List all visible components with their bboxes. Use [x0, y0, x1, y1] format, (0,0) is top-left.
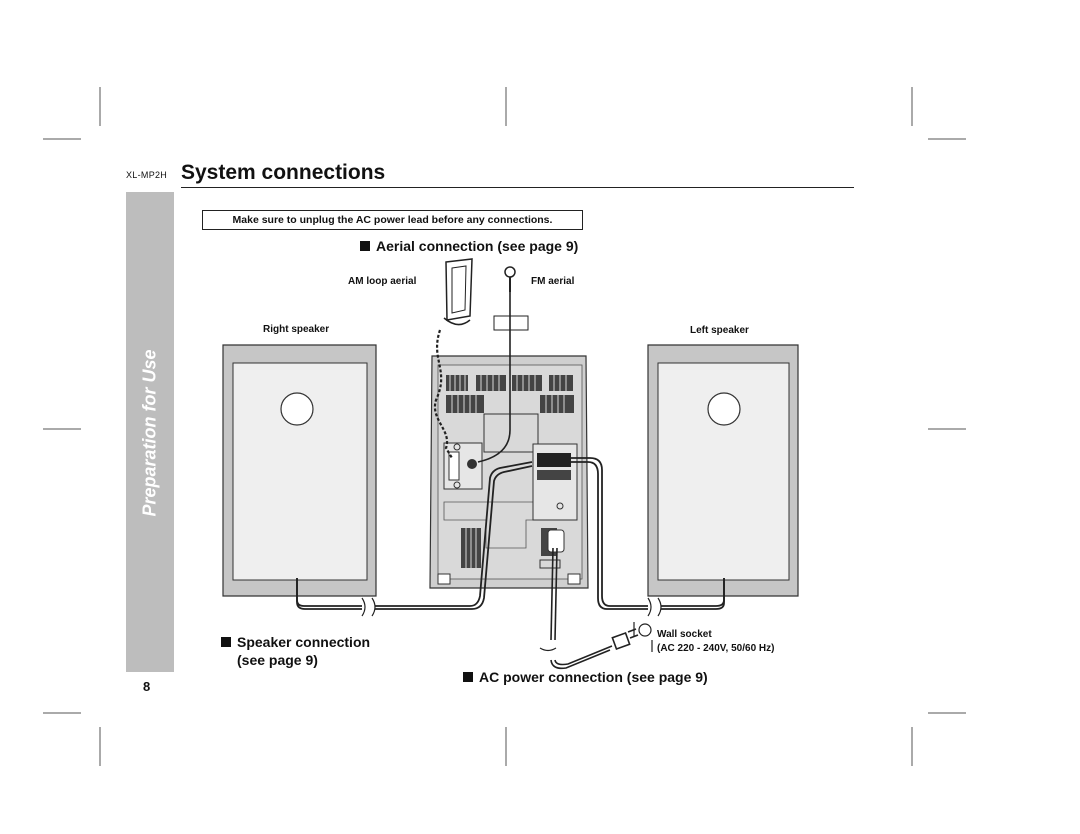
- right-speaker-label: Right speaker: [263, 324, 330, 335]
- bullet-square-icon: [360, 241, 370, 251]
- title-rule: [181, 187, 854, 188]
- speaker-connection-heading: Speaker connection: [221, 634, 370, 650]
- wall-socket-label: Wall socket: [657, 629, 712, 640]
- ac-power-lead: [550, 547, 639, 670]
- bullet-square-icon: [463, 672, 473, 682]
- left-speaker-label: Left speaker: [690, 325, 749, 336]
- page-number: 8: [143, 679, 151, 694]
- aerial-connection-heading: Aerial connection (see page 9): [360, 238, 578, 254]
- bullet-square-icon: [221, 637, 231, 647]
- speaker-cables: [296, 457, 725, 610]
- speaker-connection-see-page: (see page 9): [237, 652, 318, 668]
- wall-socket-illustration: [633, 622, 653, 652]
- fm-aerial-label: FM aerial: [531, 276, 575, 287]
- ac-voltage-spec: (AC 220 - 240V, 50/60 Hz): [657, 643, 775, 654]
- section-tab: [126, 192, 174, 672]
- main-unit-rear-illustration: [429, 355, 589, 589]
- page-title: System connections: [181, 161, 386, 184]
- left-speaker-illustration: [647, 344, 799, 597]
- am-loop-aerial-label: AM loop aerial: [348, 276, 417, 287]
- model-number: XL-MP2H: [126, 170, 168, 180]
- fm-aerial-illustration: [477, 266, 529, 463]
- right-speaker-illustration: [222, 344, 377, 597]
- ac-power-connection-heading: AC power connection (see page 9): [463, 669, 708, 685]
- warning-box: Make sure to unplug the AC power lead be…: [202, 210, 583, 230]
- am-loop-aerial-illustration: [433, 258, 473, 459]
